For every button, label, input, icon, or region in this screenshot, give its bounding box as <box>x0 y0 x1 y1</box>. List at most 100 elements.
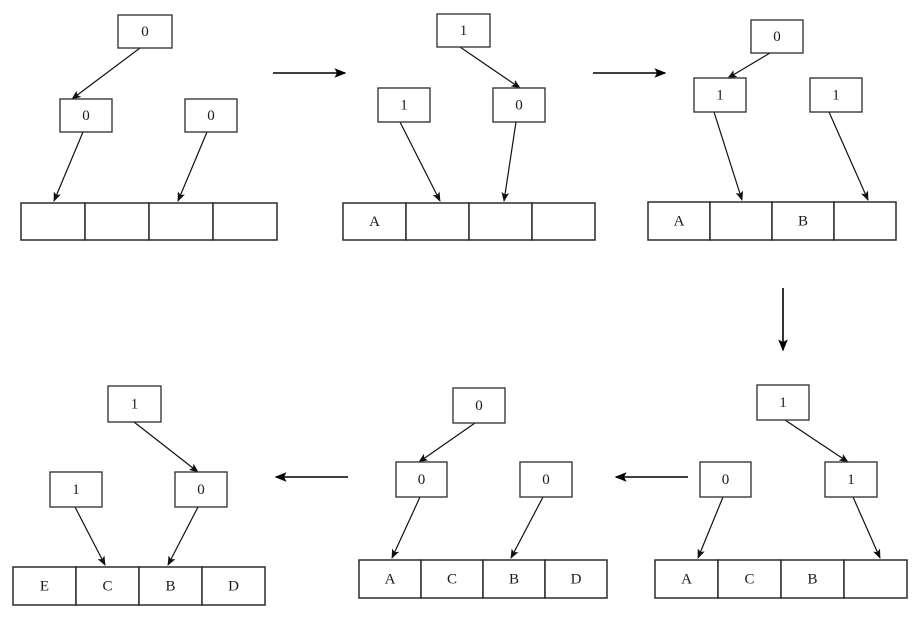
array-cell-label: A <box>674 213 685 229</box>
array-cell-label: C <box>447 571 457 587</box>
tree-edge-arrow <box>697 496 724 559</box>
array-cell-label: A <box>369 214 380 230</box>
tree-node[interactable]: 0 <box>59 98 113 133</box>
tree-node[interactable]: 1 <box>436 13 491 48</box>
array-cell-label: B <box>509 571 519 587</box>
array-cell[interactable]: C <box>717 559 782 599</box>
tree-node-box <box>809 77 863 113</box>
array-cell[interactable]: C <box>420 559 484 599</box>
array-cell[interactable]: A <box>342 202 407 241</box>
flow-arrows-layer <box>273 68 788 482</box>
tree-node-box <box>824 461 878 498</box>
tree-node-label: 1 <box>779 395 787 411</box>
tree-node-box <box>492 87 546 123</box>
tree-node[interactable]: 0 <box>174 471 228 508</box>
tree-node-label: 0 <box>722 472 730 488</box>
array-cell[interactable] <box>843 559 908 599</box>
tree-node-box <box>750 19 804 54</box>
array-cell[interactable]: D <box>544 559 608 599</box>
tree-edge-arrow <box>71 47 141 100</box>
array-cell-box <box>654 559 719 599</box>
tree-edge-arrow <box>399 121 441 202</box>
array-cell[interactable] <box>405 202 470 241</box>
array-cell[interactable] <box>84 202 150 241</box>
array-cell[interactable]: B <box>771 201 835 241</box>
array-cell[interactable]: C <box>75 566 140 606</box>
array-cell-box <box>20 202 86 241</box>
tree-node-box <box>107 385 162 423</box>
diagram-panel: 1 1 0E C B D <box>12 385 266 606</box>
tree-node[interactable]: 1 <box>49 471 103 508</box>
tree-node[interactable]: 1 <box>756 384 810 421</box>
tree-node[interactable]: 0 <box>395 461 448 498</box>
diagram-panel: 01 1A B <box>647 19 897 241</box>
tree-node[interactable]: 0 <box>699 461 752 498</box>
array-cell[interactable]: B <box>482 559 546 599</box>
array-cell-box <box>544 559 608 599</box>
tree-node[interactable]: 1 <box>693 77 747 113</box>
array-cell[interactable] <box>20 202 86 241</box>
array-cell-label: B <box>165 578 175 594</box>
tree-node-label: 0 <box>418 472 426 488</box>
array-cell[interactable] <box>468 202 533 241</box>
tree-node-label: 0 <box>207 108 215 124</box>
tree-node[interactable]: 0 <box>750 19 804 54</box>
tree-node-label: 0 <box>515 97 523 113</box>
tree-node-box <box>395 461 448 498</box>
tree-node-box <box>699 461 752 498</box>
array-cell-label: B <box>807 571 817 587</box>
diagram-panel: 0 0 0A C B D <box>358 387 608 599</box>
tree-node-box <box>519 461 573 498</box>
tree-node-box <box>436 13 491 48</box>
array-cell-label: E <box>40 578 49 594</box>
array-cell[interactable]: A <box>647 201 711 241</box>
array-row <box>20 202 278 241</box>
tree-node-box <box>49 471 103 508</box>
array-cell-box <box>709 201 773 241</box>
tree-node[interactable]: 1 <box>377 87 431 123</box>
array-cell-label: A <box>385 571 396 587</box>
tree-node-label: 1 <box>460 23 468 39</box>
array-cell-box <box>771 201 835 241</box>
array-cell-box <box>833 201 897 241</box>
array-cell[interactable]: A <box>654 559 719 599</box>
tree-node-label: 0 <box>197 482 205 498</box>
array-cell-box <box>358 559 422 599</box>
tree-edge-arrow <box>418 422 476 463</box>
array-cell[interactable]: E <box>12 566 77 606</box>
array-cell-box <box>420 559 484 599</box>
tree-edge-arrow <box>459 46 521 89</box>
tree-node[interactable]: 0 <box>492 87 546 123</box>
tree-node-label: 0 <box>542 472 550 488</box>
array-cell[interactable] <box>148 202 214 241</box>
array-cell-box <box>138 566 203 606</box>
array-cell-box <box>84 202 150 241</box>
tree-node-label: 1 <box>131 396 139 412</box>
array-cell[interactable] <box>212 202 278 241</box>
array-cell-box <box>212 202 278 241</box>
tree-node-label: 0 <box>82 108 90 124</box>
tree-node[interactable]: 1 <box>107 385 162 423</box>
tree-edge-arrow <box>391 496 421 559</box>
array-cell[interactable]: D <box>201 566 266 606</box>
array-cell[interactable]: B <box>138 566 203 606</box>
tree-node[interactable]: 1 <box>824 461 878 498</box>
tree-edge-arrow <box>852 496 881 559</box>
array-cell[interactable] <box>709 201 773 241</box>
tree-node-label: 0 <box>475 398 483 414</box>
tree-node[interactable]: 1 <box>809 77 863 113</box>
tree-edge-arrow <box>784 419 849 463</box>
tree-edge-arrow <box>74 506 106 566</box>
tree-node-box <box>117 14 173 49</box>
array-cell[interactable] <box>833 201 897 241</box>
array-cell[interactable] <box>531 202 596 241</box>
tree-node[interactable]: 0 <box>117 14 173 49</box>
array-cell[interactable]: A <box>358 559 422 599</box>
tree-node[interactable]: 0 <box>452 387 506 424</box>
array-cell[interactable]: B <box>780 559 845 599</box>
tree-node[interactable]: 0 <box>519 461 573 498</box>
tree-node[interactable]: 0 <box>184 98 238 133</box>
